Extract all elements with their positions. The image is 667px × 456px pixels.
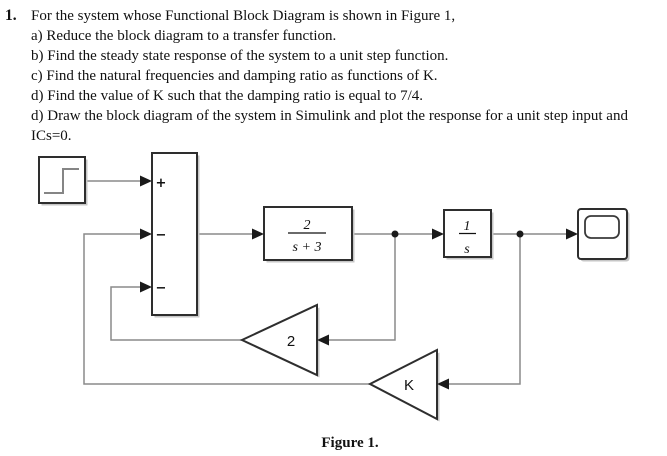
problem-item-d1: d) Find the value of K such that the dam… [31, 88, 424, 104]
problem-item-d2: d) Draw the block diagram of the system … [31, 108, 628, 144]
wire-gainK-to-sum [83, 233, 370, 385]
arrowhead-into-sum-minus-bot-icon [140, 281, 152, 293]
gainK-block [367, 348, 438, 421]
wire-branch2-to-gainK [447, 234, 521, 385]
branch-point-1 [391, 230, 399, 238]
problem-statement: 1. For the system whose Functional Block… [5, 6, 661, 146]
problem-body: For the system whose Functional Block Di… [31, 6, 661, 146]
problem-item-b: b) Find the steady state response of the… [31, 48, 449, 64]
arrowhead-into-scope-icon [566, 228, 578, 240]
gainK-label: K [404, 377, 414, 394]
arrowhead-into-gainK-icon [437, 378, 449, 390]
tf-numerator: 2 [304, 218, 311, 233]
sum-minus-sign-bot: − [156, 281, 167, 296]
sum-block [151, 152, 198, 316]
scope-screen-icon [584, 215, 620, 239]
arrowhead-into-sum-plus-icon [140, 175, 152, 187]
sum-plus-sign: + [156, 176, 167, 191]
step-signal-icon [44, 168, 79, 194]
figure-caption: Figure 1. [321, 435, 379, 451]
problem-intro: For the system whose Functional Block Di… [31, 8, 456, 24]
wire-gain2-to-sum [110, 286, 242, 341]
problem-item-a: a) Reduce the block diagram to a transfe… [31, 28, 337, 44]
problem-number: 1. [5, 7, 17, 24]
branch-point-2 [516, 230, 524, 238]
problem-item-c: c) Find the natural frequencies and damp… [31, 68, 438, 84]
integrator-numerator: 1 [464, 219, 471, 234]
arrowhead-into-integrator-icon [432, 228, 444, 240]
gain2-block [239, 303, 318, 377]
arrowhead-into-tf-icon [252, 228, 264, 240]
arrowhead-into-gain2-icon [317, 334, 329, 346]
tf-denominator: s + 3 [293, 240, 322, 255]
gain2-label: 2 [287, 333, 295, 350]
wire-branch1-to-gain2 [327, 234, 396, 341]
integrator-denominator: s [464, 242, 470, 257]
sum-minus-sign-mid: − [156, 228, 167, 243]
arrowhead-into-sum-minus-mid-icon [140, 228, 152, 240]
